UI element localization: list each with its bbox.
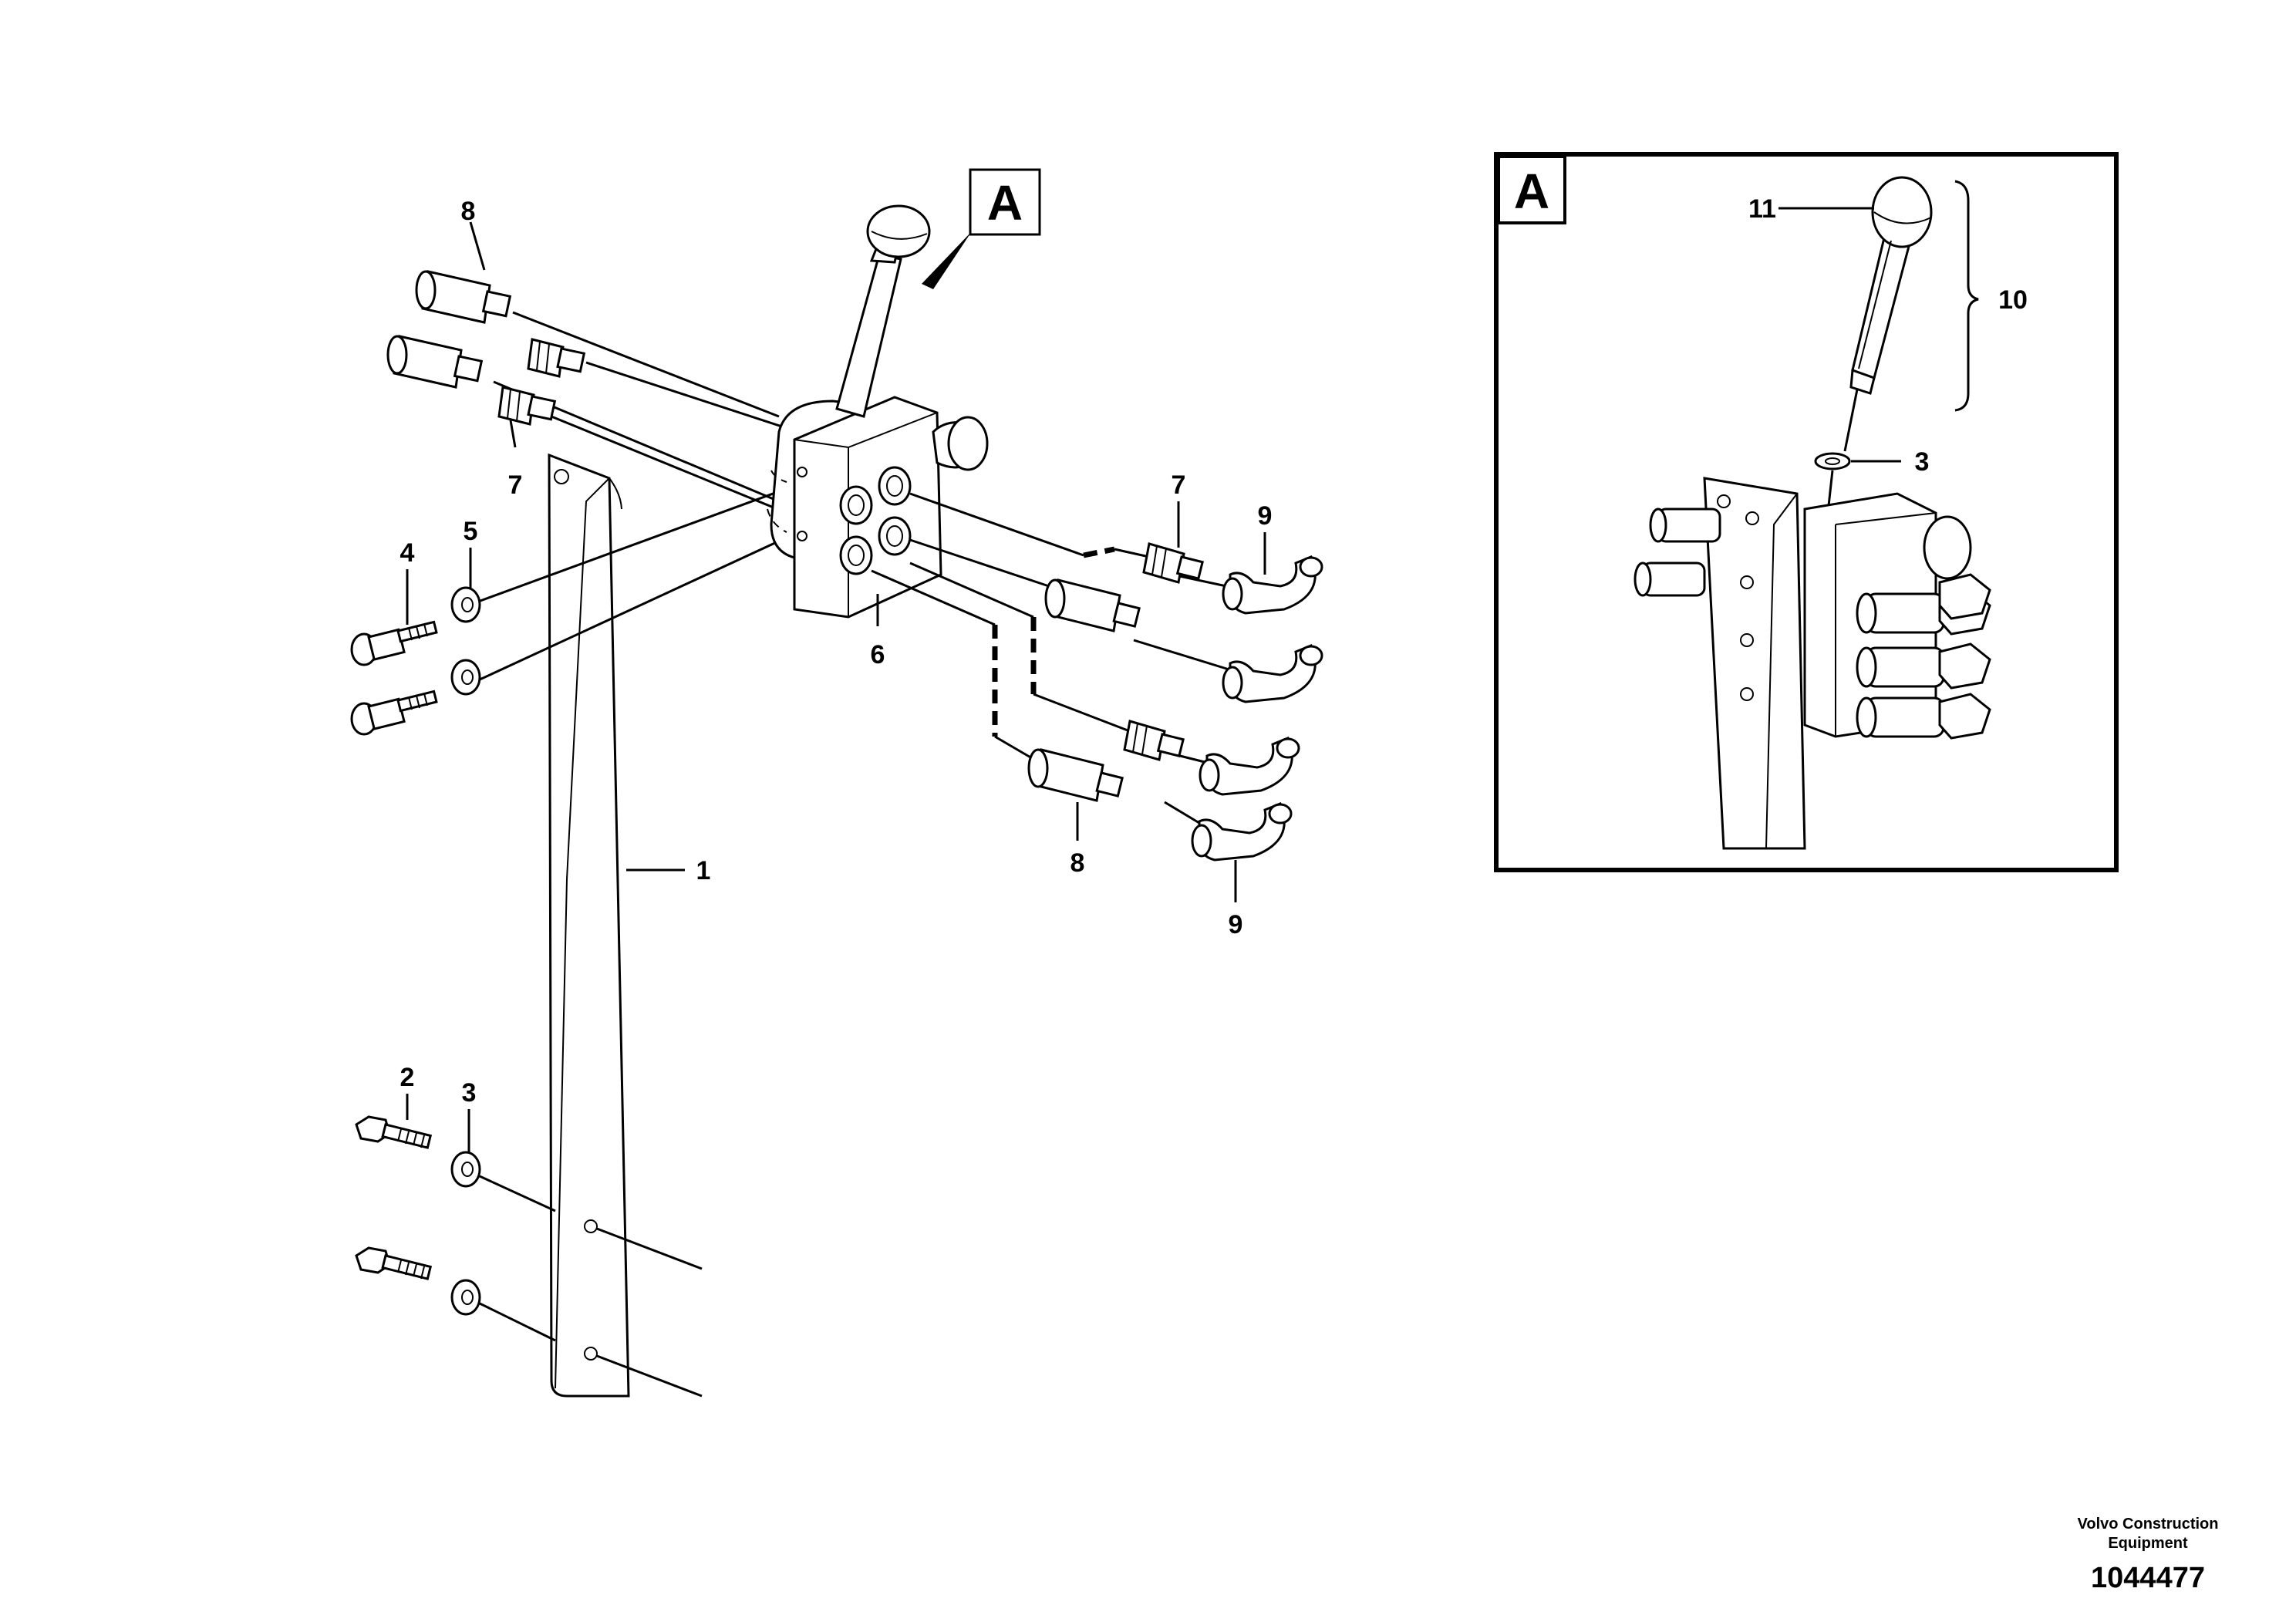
adapter-part (1027, 748, 1124, 802)
washer-part (1814, 452, 1851, 470)
leader-line (509, 420, 517, 448)
guide-line (551, 415, 787, 514)
adapter-part (1044, 578, 1141, 632)
guide-line (479, 1175, 556, 1212)
drawing-number: 1044477 (2091, 1562, 2205, 1594)
guide-line (1114, 548, 1150, 558)
elbow-fitting-part (1199, 737, 1300, 796)
guide-line (1033, 693, 1135, 734)
callout-9-top: 9 (1258, 501, 1273, 531)
view-a-tag-label: A (987, 175, 1023, 231)
guide-line (909, 492, 1084, 557)
brace-10 (1954, 180, 1979, 412)
guide-line (596, 1227, 703, 1270)
callout-9-bottom: 9 (1229, 910, 1243, 939)
bracket-part (548, 453, 630, 1398)
company-name-line2: Equipment (2108, 1535, 2188, 1552)
washer-part (450, 659, 481, 696)
callout-5: 5 (464, 517, 478, 546)
nipple-part (527, 338, 586, 378)
elbow-fitting-part (1222, 644, 1323, 703)
adapter-part (386, 335, 484, 389)
nipple-part (1123, 720, 1185, 761)
guide-line (909, 538, 1050, 588)
washer-part (450, 1279, 481, 1316)
control-valve-part (767, 396, 989, 619)
callout-3-bottom: 3 (462, 1078, 477, 1108)
elbow-fitting-part (1222, 555, 1323, 615)
socket-screw-part (350, 620, 438, 666)
callout-1: 1 (696, 856, 711, 885)
guide-line (512, 311, 780, 418)
nipple-part (497, 386, 557, 426)
guide-line (585, 361, 787, 430)
socket-screw-part (350, 690, 438, 736)
hex-bolt-part (355, 1246, 433, 1280)
callout-3-detail: 3 (1915, 447, 1930, 477)
callout-10: 10 (1998, 285, 2028, 315)
callout-2: 2 (400, 1063, 415, 1092)
guide-line (477, 483, 799, 603)
guide-line (477, 531, 799, 682)
lever-handle-part (1843, 176, 1933, 452)
callout-8-top: 8 (461, 197, 476, 226)
guide-line (479, 1302, 556, 1342)
washer-part (450, 586, 481, 623)
hose-line (1083, 546, 1115, 558)
washer-part (450, 1151, 481, 1188)
guide-line (871, 569, 996, 626)
hex-bolt-part (355, 1115, 433, 1149)
detail-view-a-tag: A (1514, 164, 1549, 219)
callout-7-right: 7 (1172, 470, 1186, 500)
view-a-tag: A (922, 168, 1041, 289)
bracket-valve-assembly (1633, 477, 1991, 850)
company-name-line1: Volvo Construction (2078, 1516, 2219, 1533)
guide-line (1133, 639, 1235, 673)
leader-line (469, 221, 486, 271)
callout-8-bottom: 8 (1070, 848, 1085, 878)
nipple-part (1142, 542, 1204, 584)
elbow-fitting-part (1191, 802, 1293, 862)
guide-line (1172, 573, 1227, 588)
callout-6: 6 (871, 640, 885, 669)
callout-11: 11 (1748, 194, 1776, 224)
guide-line (909, 561, 1034, 619)
guide-line (1164, 801, 1204, 827)
guide-line (596, 1354, 703, 1398)
detail-view-a: A (1494, 152, 2119, 872)
lever-handle-part (835, 204, 931, 418)
callout-4: 4 (400, 538, 415, 568)
callout-7-left: 7 (508, 470, 523, 500)
adapter-part (415, 270, 512, 324)
